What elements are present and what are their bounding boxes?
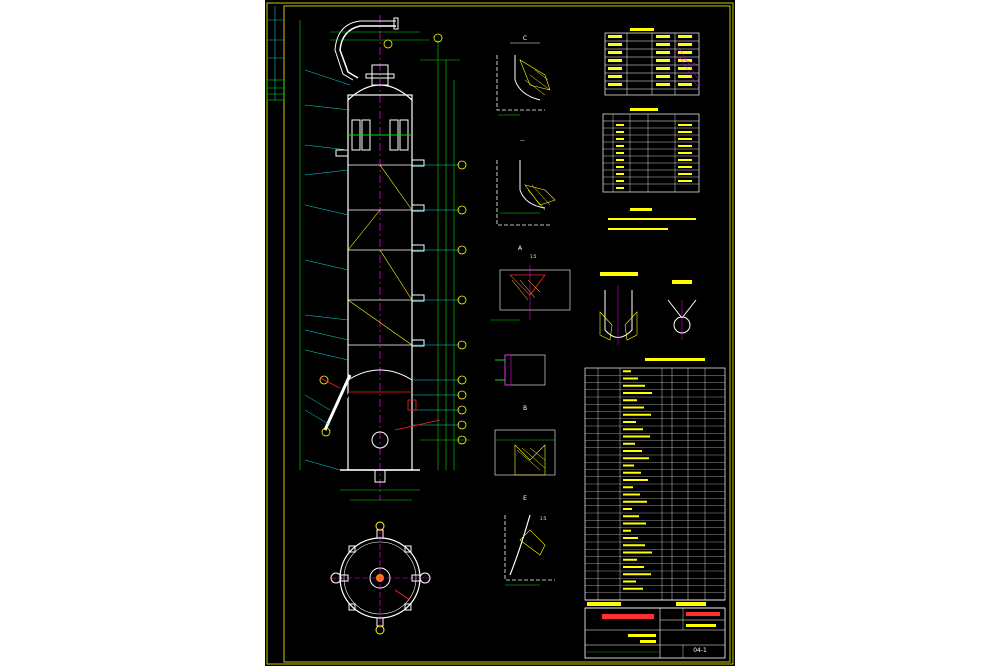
parts-row-text — [623, 486, 633, 489]
top-nozzle — [371, 64, 389, 86]
revision-strip — [266, 6, 285, 101]
gooseneck-pipe — [339, 25, 396, 79]
parts-row-text — [623, 529, 631, 532]
detail-view-a: A 1:5 — [490, 245, 571, 321]
lower-head — [347, 369, 413, 381]
parts-row-text — [623, 471, 641, 474]
dimension-lines — [299, 20, 470, 501]
detail-view-b: B — [494, 405, 556, 476]
parts-list-rows — [585, 370, 725, 593]
parts-row-text — [623, 500, 647, 503]
parts-row-text — [623, 413, 651, 416]
red-markers — [319, 377, 441, 431]
drawing-number: 04-1 — [693, 647, 707, 654]
inclined-pipe — [323, 374, 352, 431]
parts-row-text — [623, 551, 652, 554]
parts-row-text — [623, 573, 651, 576]
parts-row-text — [623, 435, 650, 438]
parts-row-text — [623, 428, 643, 431]
parts-row-text — [623, 566, 644, 568]
small-detail-sketches — [599, 272, 697, 345]
sheet-border — [266, 2, 734, 665]
parts-row-text — [623, 580, 636, 583]
parts-row-text — [623, 544, 645, 547]
detail-view-e: E 1:5 — [504, 495, 555, 586]
inclined-pipe-inner — [330, 377, 357, 434]
parts-row-text — [623, 558, 637, 561]
parts-row-text — [623, 392, 652, 394]
parts-row-text — [623, 493, 640, 496]
drawing-title-block: 04-1 — [584, 607, 726, 659]
side-nozzles — [335, 149, 425, 347]
parts-row-text — [623, 587, 643, 590]
parts-row-text — [623, 450, 642, 452]
parts-row-text — [623, 479, 648, 481]
detail-scale-a: 1:5 — [530, 254, 537, 259]
callout-bubbles — [319, 33, 467, 445]
drawing-sheet — [265, 0, 735, 666]
parts-row-text — [623, 421, 636, 423]
inspection-port — [371, 431, 389, 449]
parts-row-text — [623, 399, 637, 402]
technical-notes — [608, 208, 696, 230]
nozzle-table — [602, 108, 700, 193]
detail-view-3 — [495, 354, 546, 386]
design-data-table — [604, 28, 700, 96]
gooseneck-flange — [393, 17, 399, 30]
parts-row-text — [623, 442, 635, 445]
parts-row-text — [623, 457, 649, 460]
parts-row-text — [623, 370, 631, 373]
detail-label-1: C — [523, 35, 527, 42]
detail-label-e: E — [523, 495, 527, 502]
detail-view-1: C — [496, 35, 551, 116]
design-data-and-parts-tables — [584, 28, 726, 609]
detail-scale-e: 1:5 — [540, 516, 547, 521]
parts-row-text — [623, 522, 646, 525]
parts-row-text — [623, 537, 638, 539]
company-name-bar — [602, 614, 654, 619]
parts-row-text — [623, 377, 638, 380]
frame-border — [283, 5, 731, 663]
parts-row-text — [623, 406, 644, 409]
detail-label-b: B — [523, 405, 527, 412]
upper-flange-group — [348, 119, 412, 151]
parts-row-text — [623, 515, 639, 518]
svg-text:—: — — [520, 138, 525, 144]
top-flange — [365, 73, 395, 79]
diagonal-internals — [347, 164, 413, 346]
detail-label-a: A — [518, 245, 523, 252]
detail-view-2: — — [496, 138, 556, 226]
leader-lines — [304, 69, 460, 471]
parts-row-text — [623, 508, 632, 510]
vessel-elevation-view — [299, 15, 470, 501]
parts-row-text — [623, 384, 645, 387]
nozzle-weld-detail-views: C — A 1:5 — [490, 35, 571, 586]
parts-row-text — [623, 464, 634, 467]
vessel-plan-view — [330, 521, 431, 635]
